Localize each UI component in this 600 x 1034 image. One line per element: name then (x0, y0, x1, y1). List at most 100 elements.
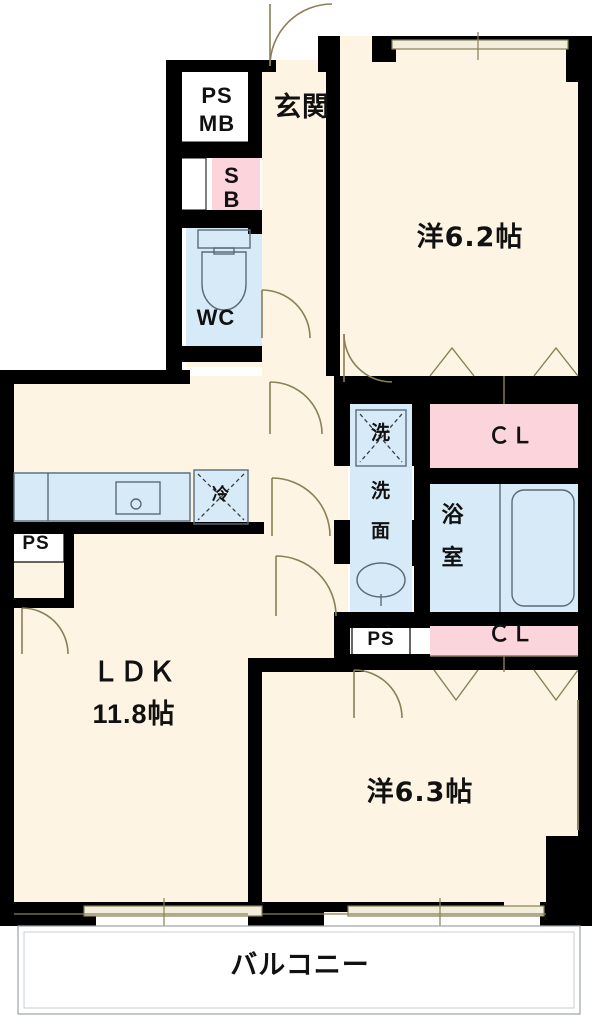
wall-corridor-right-a (326, 36, 340, 196)
kitchen-counter-outline (13, 472, 191, 522)
balcony-area (17, 925, 581, 1015)
wall-ldk-counter-bottom (14, 522, 264, 534)
wall-right-outer-top (578, 36, 592, 380)
toilet-bowl (201, 251, 247, 311)
room-label-entrance: 玄関 (274, 92, 330, 123)
shaft-label-ps-mid: PS (367, 629, 395, 650)
wall-psmb-bottom (166, 142, 262, 158)
wall-ldk-left (0, 370, 14, 916)
wall-washroom-left (334, 376, 350, 466)
fill-kitchen-counter (12, 472, 190, 522)
appliance-label-fridge: 冷 (212, 485, 230, 505)
closet-upper-fold-right (533, 346, 579, 377)
wall-bath-closet-divider (414, 468, 592, 484)
fridge-box-outline (193, 469, 249, 525)
box-ps-mid (351, 625, 411, 659)
wall-hall-right (248, 60, 262, 158)
balcony-inner-edge (23, 931, 575, 1009)
wall-washroom-left-b (334, 520, 350, 564)
wall-closet-lower-bottom (414, 656, 592, 670)
door-bedroom-north (343, 333, 393, 383)
closet-lower-fold-right (533, 669, 579, 702)
box-ps-mb (179, 67, 255, 143)
closet-fills (212, 158, 592, 658)
room-label-bathroom-l2: 室 (441, 546, 465, 571)
fill-shoe-box (212, 158, 260, 210)
room-label-bedroom-north: 洋6.2帖 (416, 222, 524, 253)
walls (0, 36, 592, 926)
windows (83, 32, 579, 926)
closet-lower-fold-left (433, 669, 479, 702)
washer-box-outline (355, 409, 407, 467)
wall-corridor-right-b (326, 196, 340, 376)
door-bedroom-south (353, 669, 403, 719)
wall-entrance-door-left (262, 60, 270, 72)
wall-right-outer-mid (578, 376, 592, 676)
fill-washroom (350, 404, 412, 612)
kitchen-sink (115, 481, 161, 515)
fixture-linework (13, 229, 575, 612)
door-entrance (269, 3, 333, 67)
fill-corridor (262, 370, 348, 670)
fixture-label-shoe-box-line2: B (223, 187, 241, 212)
window-bed-south-balcony (347, 905, 545, 917)
wall-bed-n-right-notch (566, 60, 592, 82)
room-fills (12, 36, 592, 914)
wall-bed-s-top (248, 658, 364, 672)
fill-bedroom-north (340, 36, 592, 376)
room-label-ldk: ＬＤＫ (92, 657, 176, 687)
room-label-washroom-l2: 面 (370, 520, 391, 542)
door-washroom (271, 477, 331, 537)
box-white-left-of-sb (179, 157, 207, 211)
wall-bath-bottom (414, 612, 592, 626)
wall-right-bottom-corner (546, 836, 592, 914)
wall-hall-right-2 (248, 210, 262, 234)
wall-washroom-right-b (412, 520, 430, 566)
shaft-label-ps-mb-line1: PS (201, 83, 233, 108)
balcony-outline (17, 925, 581, 1015)
shaft-label-ps-left: PS (22, 533, 50, 554)
wall-ps-left-block (64, 530, 74, 606)
appliance-label-washer: 洗 (370, 422, 391, 444)
fill-closet-upper (430, 404, 592, 470)
fridge-diag-1 (197, 473, 245, 521)
toilet-seat-notch (213, 247, 235, 255)
storage-label-closet-upper: ＣＬ (487, 423, 534, 448)
shaft-boxes (7, 67, 411, 659)
water-area-fills (12, 228, 592, 614)
room-label-wc: WC (196, 305, 236, 330)
washer-diag-2 (359, 413, 403, 463)
room-label-washroom-l1: 洗 (370, 480, 391, 502)
room-label-ldk-area: 11.8帖 (92, 699, 176, 729)
wall-entrance-door-right (318, 36, 340, 72)
shaft-label-ps-mb-line2: MB (198, 111, 236, 136)
window-ldk-balcony (83, 905, 263, 917)
room-label-bathroom-l1: 浴 (441, 503, 465, 528)
wall-sb-bottom (166, 210, 262, 228)
fill-ldk-ext (12, 530, 262, 914)
closet-door-marks (429, 346, 579, 702)
storage-label-closet-lower: ＣＬ (487, 621, 534, 646)
door-wc (261, 289, 311, 339)
wall-washroom-bottom (334, 612, 430, 628)
area-label-balcony: バルコニー (230, 950, 370, 981)
fill-bedroom-south (262, 660, 592, 914)
door-ps-left (21, 607, 69, 655)
door-hall-upper (269, 381, 323, 435)
kitchen-sink-drain (130, 498, 142, 510)
fridge-diag-2 (197, 473, 245, 521)
window-bed-north (391, 39, 569, 50)
wall-bed-s-left (248, 658, 262, 914)
fixture-label-shoe-box-line1: S (224, 163, 240, 188)
wall-ps-left-bottom (14, 598, 74, 608)
wall-wc-bottom (166, 346, 262, 362)
fill-bathroom (428, 482, 592, 614)
room-label-bedroom-south: 洋6.3帖 (366, 777, 474, 808)
wall-closet-upper-top (414, 376, 592, 404)
appliance-diagonals (197, 413, 403, 521)
door-swings (21, 3, 403, 719)
bathtub (511, 489, 575, 607)
wall-washroom-right (412, 404, 430, 466)
